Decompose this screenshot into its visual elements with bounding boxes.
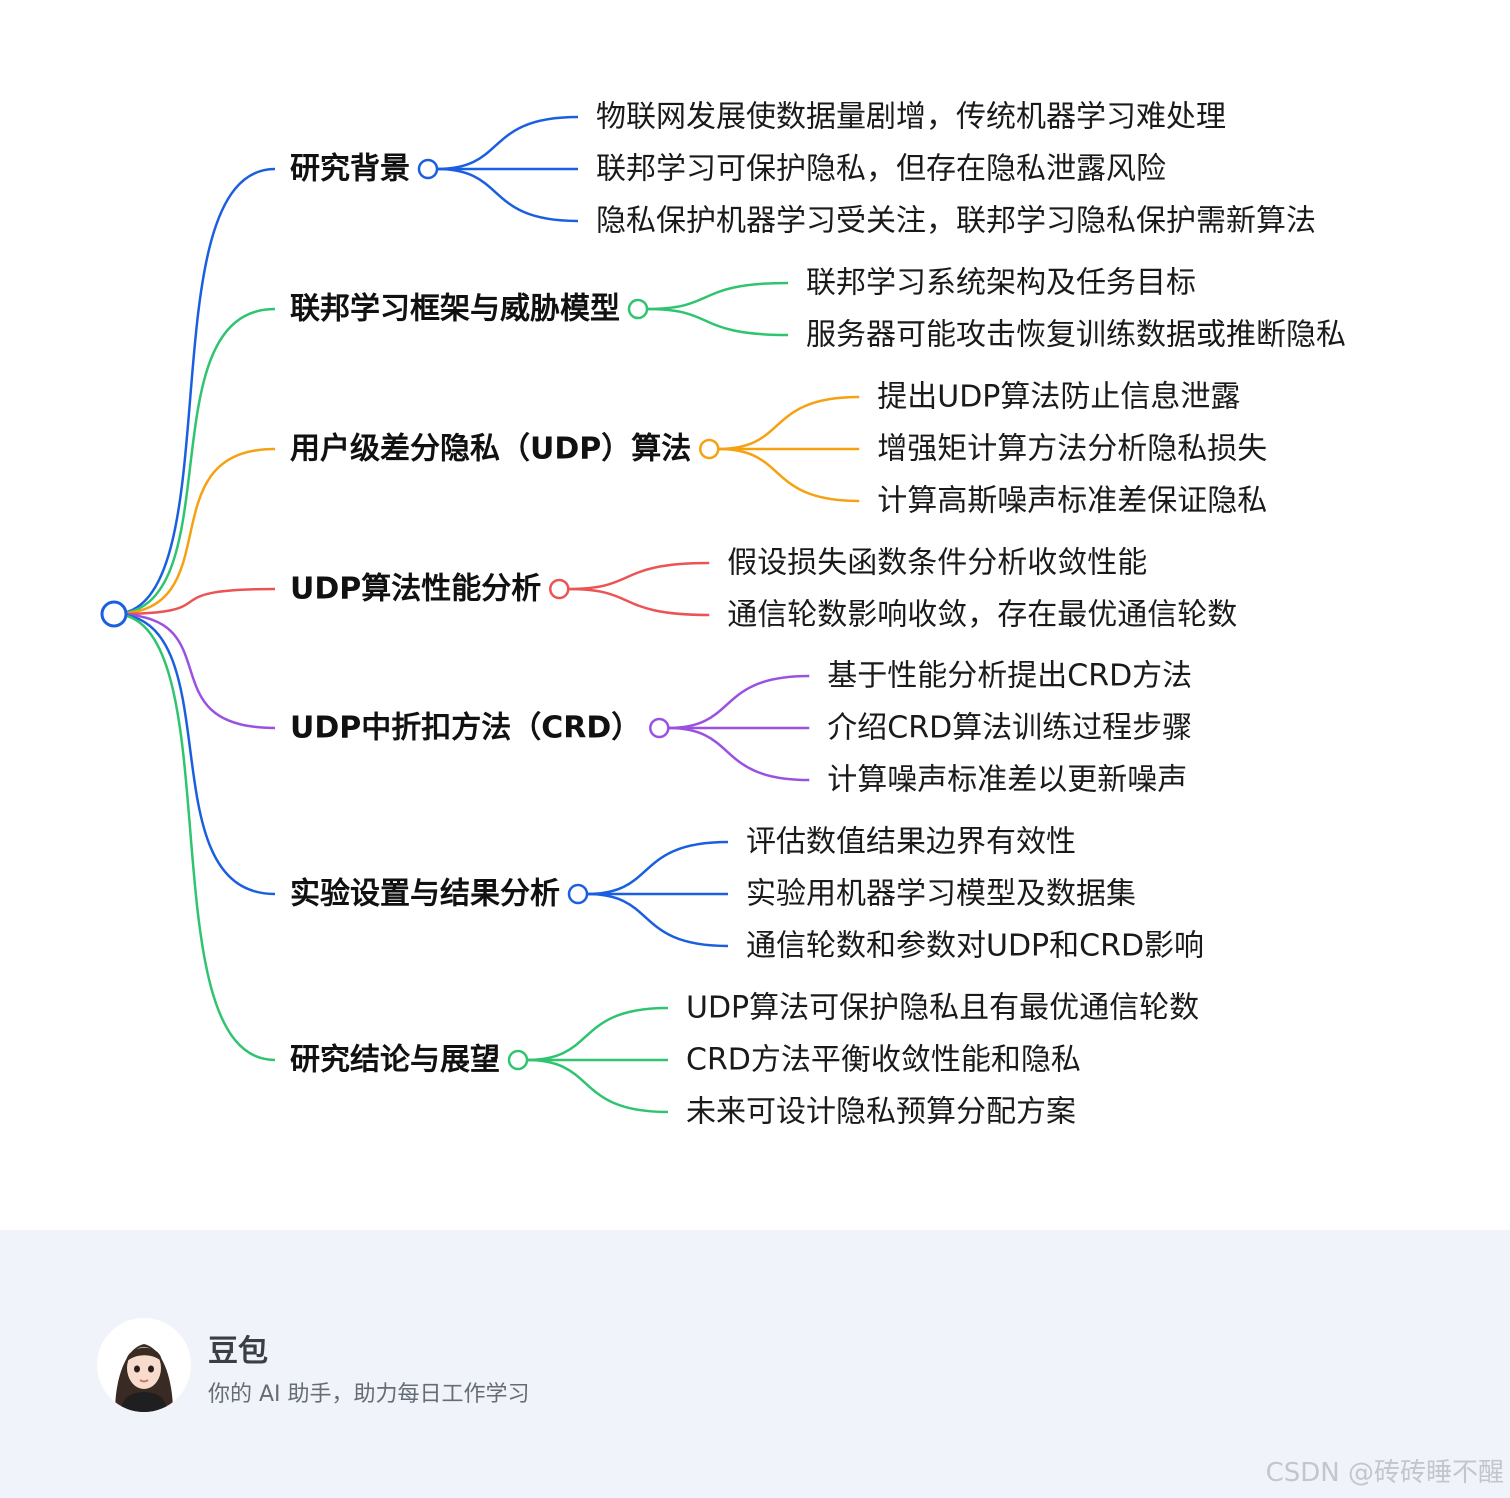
collapse-toggle[interactable] bbox=[549, 578, 570, 600]
collapse-toggle[interactable] bbox=[567, 883, 589, 905]
leaf-connector bbox=[526, 1006, 669, 1062]
leaf-connector bbox=[436, 167, 579, 223]
branch-label: 研究结论与展望 bbox=[290, 1043, 500, 1078]
watermark: CSDN @砖砖睡不醒 bbox=[1265, 1458, 1504, 1488]
leaf-connector bbox=[718, 447, 860, 503]
leaf-connector bbox=[526, 1058, 669, 1114]
leaf-label[interactable]: 实验用机器学习模型及数据集 bbox=[746, 877, 1136, 912]
leaf-label[interactable]: 未来可设计隐私预算分配方案 bbox=[686, 1095, 1076, 1130]
branch-label: 用户级差分隐私（UDP）算法 bbox=[290, 432, 691, 467]
branch-connector bbox=[113, 612, 276, 730]
collapse-toggle[interactable] bbox=[417, 158, 439, 180]
branch-label: 联邦学习框架与威胁模型 bbox=[290, 292, 620, 327]
branch-node[interactable]: 研究背景 bbox=[290, 152, 410, 187]
branch-connector bbox=[113, 587, 276, 616]
leaf-connector bbox=[568, 561, 710, 591]
leaf-label[interactable]: 增强矩计算方法分析隐私损失 bbox=[877, 432, 1267, 467]
branch-label: UDP中折扣方法（CRD） bbox=[290, 711, 641, 746]
leaf-connector bbox=[718, 395, 860, 451]
leaf-connector bbox=[668, 726, 810, 782]
footer bbox=[0, 1230, 1510, 1498]
branch-node[interactable]: 用户级差分隐私（UDP）算法 bbox=[290, 432, 691, 467]
leaf-label[interactable]: 介绍CRD算法训练过程步骤 bbox=[827, 711, 1192, 746]
collapse-toggle[interactable] bbox=[699, 438, 720, 460]
branch-node[interactable]: 实验设置与结果分析 bbox=[290, 877, 560, 912]
collapse-toggle[interactable] bbox=[627, 298, 649, 320]
branch-label: 实验设置与结果分析 bbox=[290, 877, 560, 912]
leaf-label[interactable]: 计算高斯噪声标准差保证隐私 bbox=[877, 484, 1267, 519]
leaf-label[interactable]: 评估数值结果边界有效性 bbox=[746, 825, 1076, 860]
branch-connector bbox=[113, 167, 276, 616]
root-node[interactable] bbox=[100, 600, 128, 628]
branch-node[interactable]: 研究结论与展望 bbox=[290, 1043, 500, 1078]
leaf-label[interactable]: 服务器可能攻击恢复训练数据或推断隐私 bbox=[806, 318, 1346, 353]
leaf-connector bbox=[646, 307, 789, 337]
leaf-label[interactable]: 隐私保护机器学习受关注，联邦学习隐私保护需新算法 bbox=[596, 204, 1316, 239]
branch-node[interactable]: UDP中折扣方法（CRD） bbox=[290, 711, 641, 746]
branch-connector bbox=[113, 612, 276, 1062]
leaf-connector bbox=[586, 840, 729, 896]
leaf-connector bbox=[646, 281, 789, 311]
branch-connector bbox=[113, 447, 276, 616]
brand-name: 豆包 bbox=[208, 1334, 268, 1369]
leaf-label[interactable]: 计算噪声标准差以更新噪声 bbox=[827, 763, 1187, 798]
leaf-label[interactable]: 联邦学习系统架构及任务目标 bbox=[806, 266, 1196, 301]
leaf-label[interactable]: UDP算法可保护隐私且有最优通信轮数 bbox=[686, 991, 1199, 1026]
branch-label: UDP算法性能分析 bbox=[290, 572, 541, 607]
leaf-label[interactable]: 通信轮数影响收敛，存在最优通信轮数 bbox=[727, 598, 1237, 633]
leaf-label[interactable]: 通信轮数和参数对UDP和CRD影响 bbox=[746, 929, 1204, 964]
collapse-toggle[interactable] bbox=[649, 717, 670, 739]
leaf-label[interactable]: 基于性能分析提出CRD方法 bbox=[827, 659, 1192, 694]
branch-label: 研究背景 bbox=[290, 152, 410, 187]
leaf-label[interactable]: 物联网发展使数据量剧增，传统机器学习难处理 bbox=[596, 100, 1226, 135]
leaf-label[interactable]: 提出UDP算法防止信息泄露 bbox=[877, 380, 1240, 415]
branch-node[interactable]: 联邦学习框架与威胁模型 bbox=[290, 292, 620, 327]
leaf-connector bbox=[668, 674, 810, 730]
branch-node[interactable]: UDP算法性能分析 bbox=[290, 572, 541, 607]
avatar-icon bbox=[97, 1318, 191, 1412]
leaf-connector bbox=[568, 587, 710, 617]
branch-connector bbox=[113, 307, 276, 616]
leaf-connector bbox=[436, 115, 579, 171]
brand-tagline: 你的 AI 助手，助力每日工作学习 bbox=[208, 1382, 530, 1407]
collapse-toggle[interactable] bbox=[507, 1049, 529, 1071]
branch-connector bbox=[113, 612, 276, 896]
leaf-label[interactable]: CRD方法平衡收敛性能和隐私 bbox=[686, 1043, 1081, 1078]
leaf-label[interactable]: 联邦学习可保护隐私，但存在隐私泄露风险 bbox=[596, 152, 1166, 187]
leaf-connector bbox=[586, 892, 729, 948]
leaf-label[interactable]: 假设损失函数条件分析收敛性能 bbox=[727, 546, 1147, 581]
